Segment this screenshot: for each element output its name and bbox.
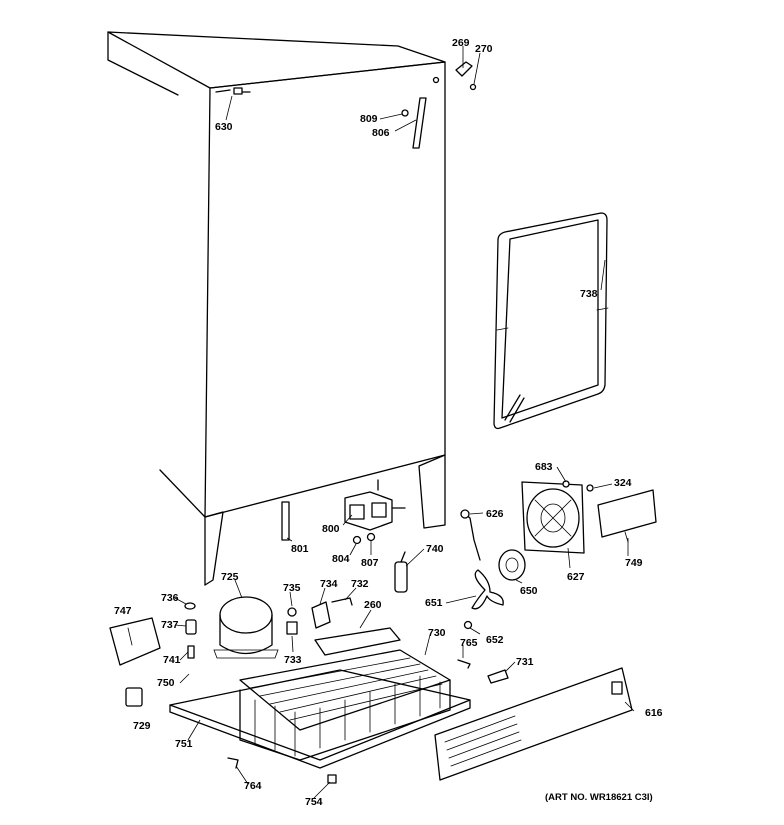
part-616-grille [434,667,633,781]
part-765 [457,659,471,669]
part-738-gasket [493,212,609,430]
callout-260: 260 [364,599,382,611]
part-269 [455,61,477,91]
cabinet [107,31,446,586]
callout-736: 736 [161,592,179,604]
part-651-fan-blade [471,569,504,610]
art-number: (ART NO. WR18621 C3I) [545,792,653,803]
callout-683: 683 [535,461,553,473]
part-733 [286,621,298,635]
callout-754: 754 [305,796,323,808]
part-807 [366,532,376,542]
callout-732: 732 [351,578,369,590]
callout-764: 764 [244,780,262,792]
callout-804: 804 [332,553,350,565]
callout-725: 725 [221,571,239,583]
part-730-condenser [239,649,451,761]
part-630 [215,87,251,95]
part-729 [125,687,143,707]
part-650-motor [498,549,526,581]
part-749-board [597,489,657,543]
part-734 [311,601,331,629]
callout-269: 269 [452,37,470,49]
part-737 [185,619,197,635]
callout-807: 807 [361,557,379,569]
callout-735: 735 [283,582,301,594]
callout-809: 809 [360,113,378,125]
part-732 [331,597,353,606]
leader-lines [174,46,635,799]
part-754 [327,774,337,784]
callout-730: 730 [428,627,446,639]
part-260 [314,627,401,656]
part-804 [352,535,362,545]
part-652 [463,620,473,630]
callout-651: 651 [425,597,443,609]
callout-747: 747 [114,605,132,617]
callout-650: 650 [520,585,538,597]
part-627-fan-bracket [521,480,585,554]
part-806-tube [401,97,427,149]
callout-741: 741 [163,654,181,666]
callout-750: 750 [157,677,175,689]
callout-630: 630 [215,121,233,133]
callout-738: 738 [580,288,598,300]
callout-731: 731 [516,656,534,668]
part-747-cover [109,617,161,666]
part-324 [586,484,594,492]
part-736 [184,602,196,610]
callout-626: 626 [486,508,504,520]
part-800-valve [344,479,406,531]
part-731 [487,669,509,684]
part-735 [287,607,297,617]
callout-729: 729 [133,720,151,732]
part-764 [227,757,239,769]
callout-749: 749 [625,557,643,569]
callout-324: 324 [614,477,632,489]
part-740 [394,551,408,593]
callout-737: 737 [161,619,179,631]
part-801-tube [281,501,290,541]
part-725-compressor [213,596,279,659]
part-741 [187,645,195,659]
callout-652: 652 [486,634,504,646]
callout-800: 800 [322,523,340,535]
part-626 [460,509,481,561]
callout-270: 270 [475,43,493,55]
callout-806: 806 [372,127,390,139]
callout-627: 627 [567,571,585,583]
callout-751: 751 [175,738,193,750]
callout-616: 616 [645,707,663,719]
callout-733: 733 [284,654,302,666]
callout-740: 740 [426,543,444,555]
callout-801: 801 [291,543,309,555]
callout-765: 765 [460,637,478,649]
callout-labels: 269 270 630 809 806 738 683 324 800 801 … [114,37,663,808]
callout-734: 734 [320,578,338,590]
